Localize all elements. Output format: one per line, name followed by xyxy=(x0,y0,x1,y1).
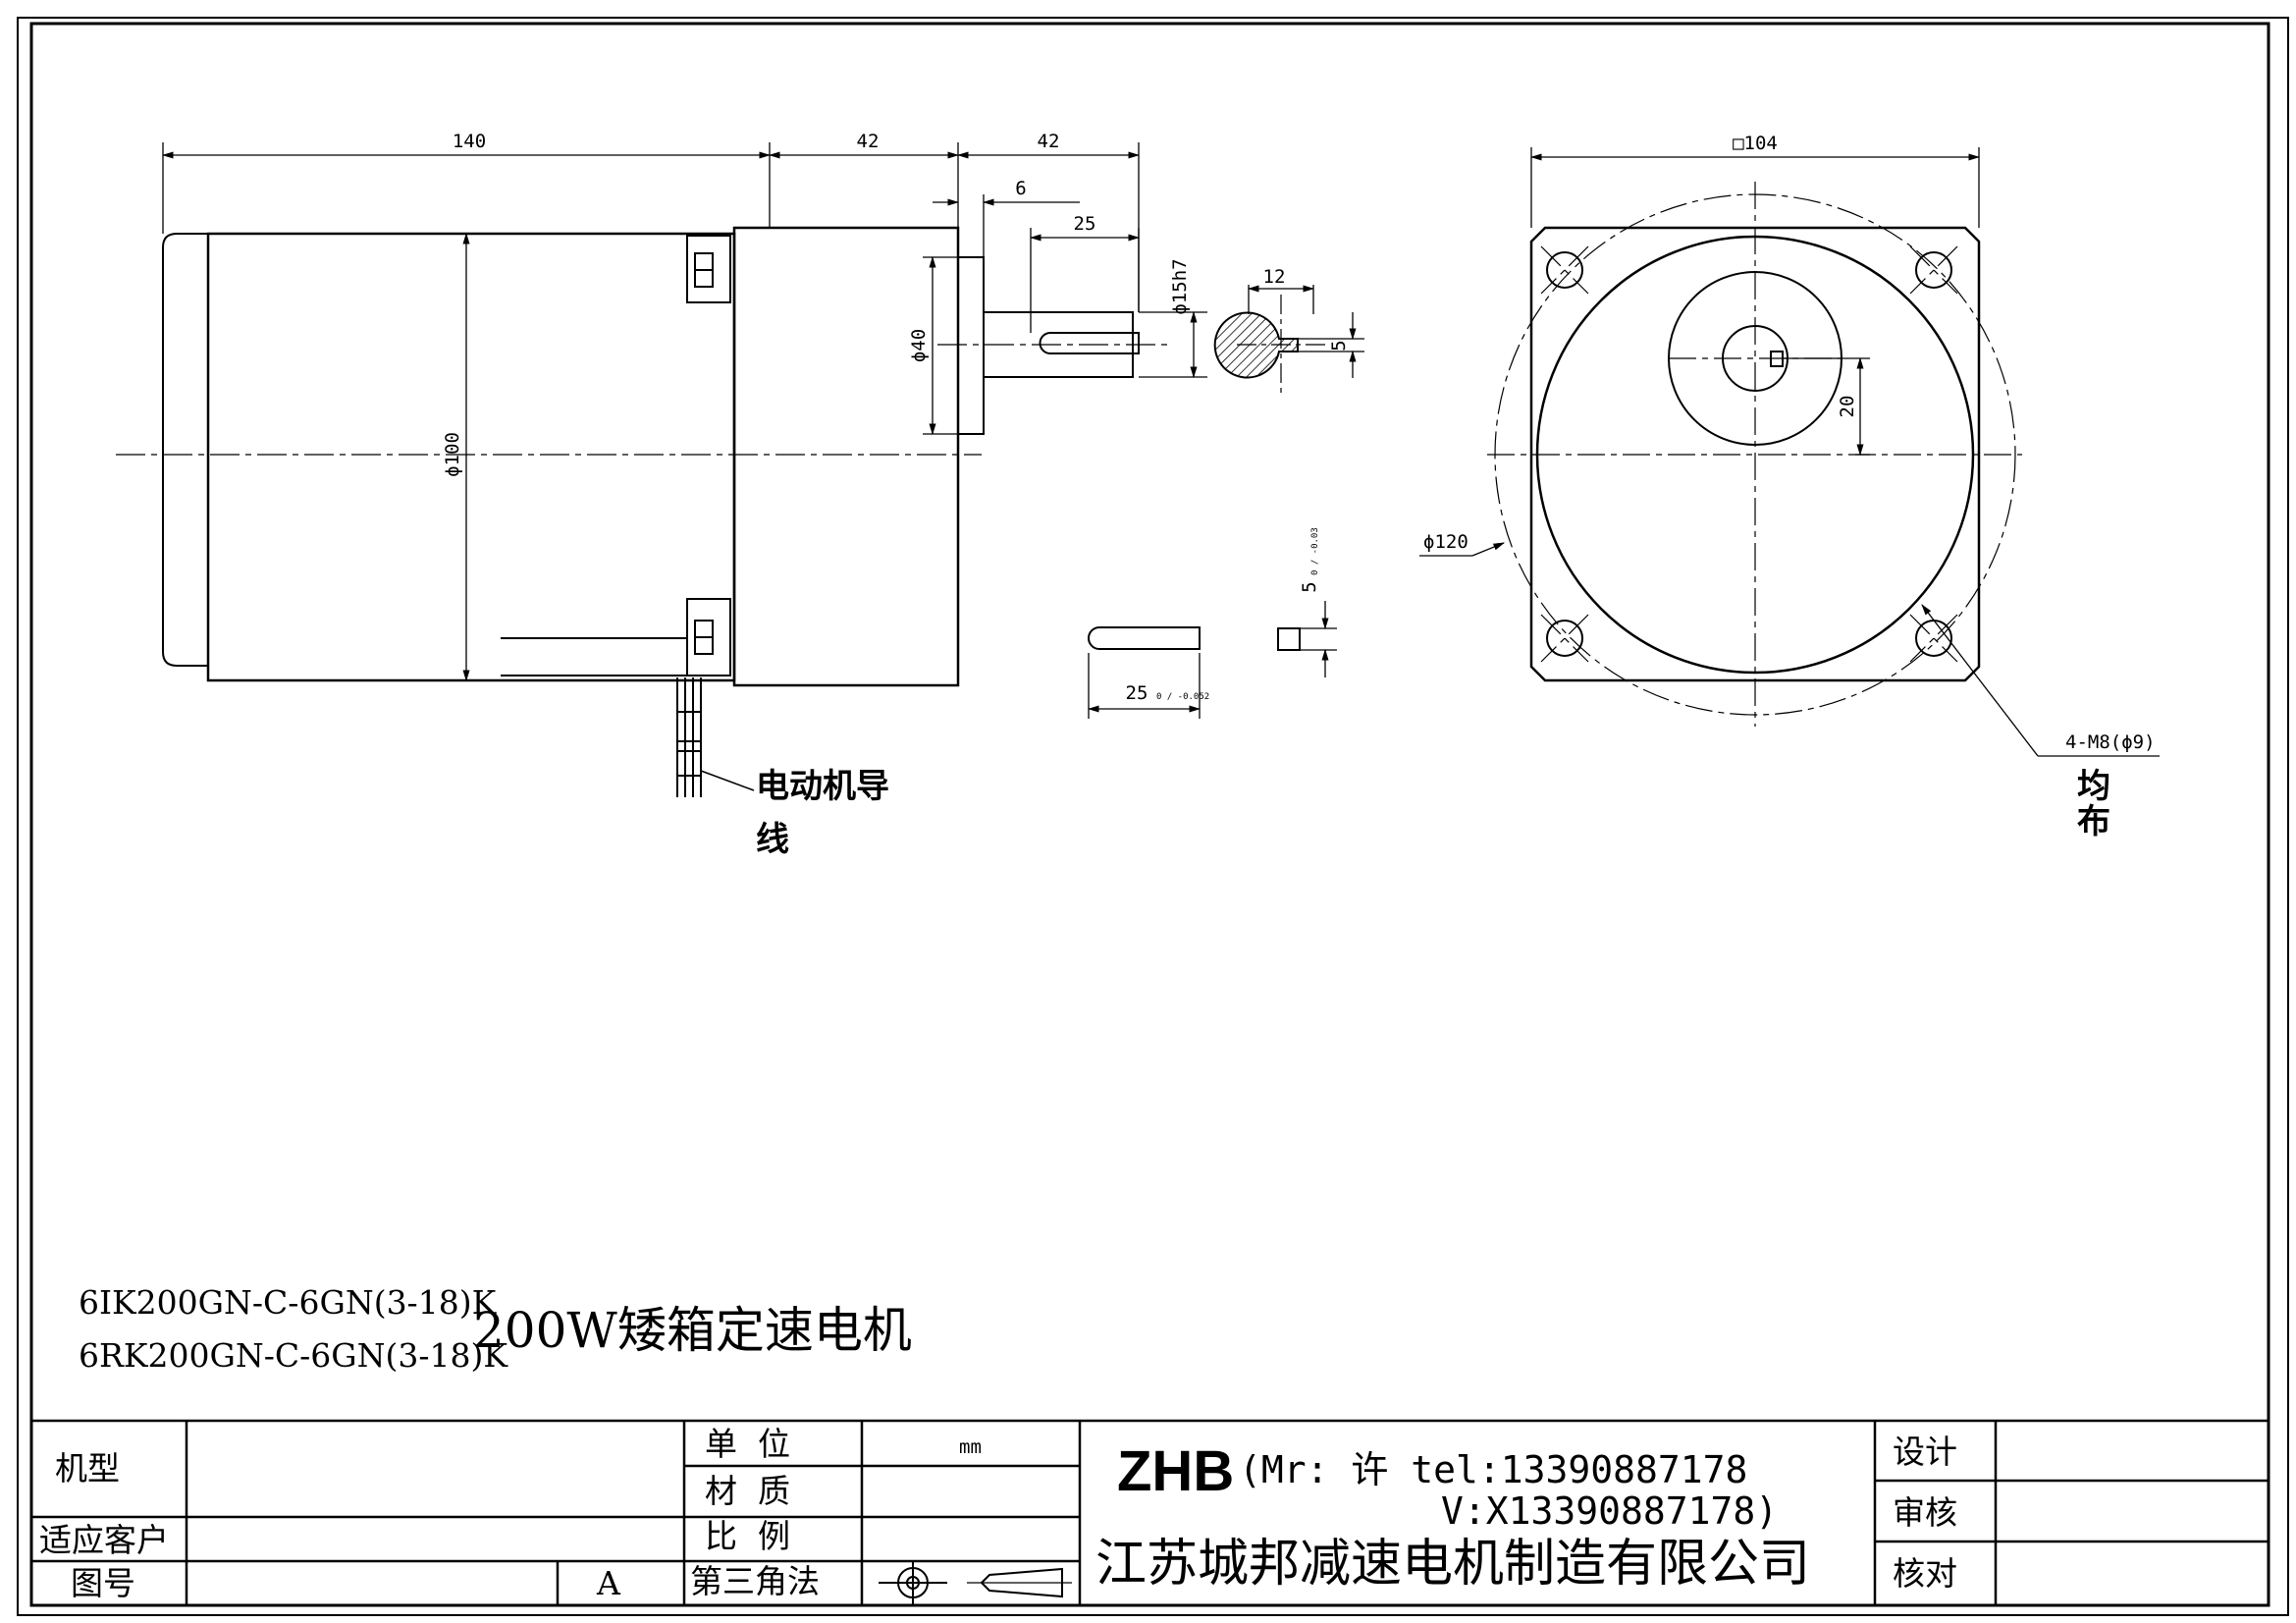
dim-mounting-holes: 4-M8(ϕ9) xyxy=(2065,731,2156,753)
holes-note-2: 布 xyxy=(2077,802,2110,841)
key-end xyxy=(1277,627,1301,651)
check-label: 核对 xyxy=(1893,1554,1957,1593)
brand-name: ZHB xyxy=(1117,1439,1234,1503)
dim-flange-square: □104 xyxy=(1733,133,1778,154)
dim-shaft-offset: 20 xyxy=(1837,396,1858,418)
drawing-no-value: A xyxy=(596,1564,621,1602)
company-name: 江苏城邦减速电机制造有限公司 xyxy=(1095,1535,1810,1594)
third-angle-projection-symbol xyxy=(879,1561,1072,1604)
model-name-1: 6IK200GN-C-6GN(3-18)K xyxy=(79,1283,498,1322)
dim-shaft-diameter: ϕ15h7 xyxy=(1169,258,1191,314)
side-dimension-lines xyxy=(161,142,1207,682)
gearbox-body xyxy=(732,226,960,687)
drawing-title: 200W矮箱定速电机 xyxy=(473,1302,912,1359)
dim-pilot-diameter: ϕ40 xyxy=(908,329,930,362)
contact-line-2: V:X13390887178) xyxy=(1441,1489,1778,1533)
customer-label: 适应客户 xyxy=(39,1521,169,1559)
motor-lead-label-2: 线 xyxy=(756,820,789,859)
scale-label: 比 例 xyxy=(705,1517,790,1555)
side-dimension-texts: 140 42 42 6 25 ϕ15h7 ϕ40 ϕ100 xyxy=(442,131,1191,477)
holes-note-1: 均 xyxy=(2077,767,2110,806)
review-label: 审核 xyxy=(1893,1493,1957,1532)
dim-42-gearbox: 42 xyxy=(857,131,880,152)
key-side xyxy=(1088,626,1201,650)
material-label: 材 质 xyxy=(705,1472,790,1510)
motor-body xyxy=(206,232,736,682)
dim-key-length: 25 xyxy=(1126,682,1148,704)
pilot-boss xyxy=(957,256,985,435)
front-centerlines xyxy=(1487,182,2022,727)
drawing-no-label: 图号 xyxy=(71,1564,135,1602)
dim-section-width: 12 xyxy=(1263,266,1286,288)
hole-top-right xyxy=(1915,251,1952,289)
outer-border xyxy=(17,17,2289,1616)
flange-square xyxy=(1529,226,1981,682)
section-dims xyxy=(1247,285,1364,378)
title-block-lines xyxy=(31,1419,2269,1605)
dim-25: 25 xyxy=(1074,213,1096,235)
dim-140: 140 xyxy=(453,131,486,152)
shaft-section xyxy=(1213,295,1325,393)
dim-body-diameter: ϕ100 xyxy=(442,432,463,477)
title-block-text: 机型 适应客户 图号 A 单 位 mm 材 质 比 例 第三角法 ZHB (Mr… xyxy=(39,1425,1957,1602)
hole-bottom-left xyxy=(1546,620,1583,657)
design-label: 设计 xyxy=(1893,1433,1957,1471)
model-name-2: 6RK200GN-C-6GN(3-18)K xyxy=(79,1336,508,1375)
screw-top xyxy=(686,235,731,303)
key-part xyxy=(1088,626,1301,651)
inner-border xyxy=(29,22,2270,1607)
model-label: 机型 xyxy=(55,1449,120,1488)
wire-box xyxy=(501,637,688,676)
motor-lead-label-1: 电动机导 xyxy=(756,767,889,806)
projection-label: 第三角法 xyxy=(690,1562,820,1600)
dim-key-length-tol: 0 / -0.052 xyxy=(1156,692,1209,702)
dim-key-height-tol: 0 / -0.03 xyxy=(1310,527,1320,575)
shaft-keyway xyxy=(1039,332,1140,354)
hole-top-left xyxy=(1546,251,1583,289)
centerlines-side xyxy=(116,344,1168,456)
key-dims xyxy=(1087,601,1337,719)
unit-label: 单 位 xyxy=(705,1425,790,1463)
dim-key-height: 5 xyxy=(1299,581,1320,592)
dim-bolt-circle: ϕ120 xyxy=(1423,531,1468,553)
dim-6: 6 xyxy=(1015,178,1026,199)
motor-lead-note: 电动机导 线 xyxy=(700,767,889,859)
contact-line-1: (Mr: 许 tel:13390887178 xyxy=(1239,1448,1747,1491)
dim-section-key: 5 xyxy=(1328,340,1350,351)
side-view xyxy=(162,226,1140,797)
front-dims xyxy=(1419,147,2160,757)
unit-value: mm xyxy=(959,1436,982,1458)
dim-42-shaft: 42 xyxy=(1038,131,1060,152)
motor-end-cap xyxy=(162,233,208,667)
